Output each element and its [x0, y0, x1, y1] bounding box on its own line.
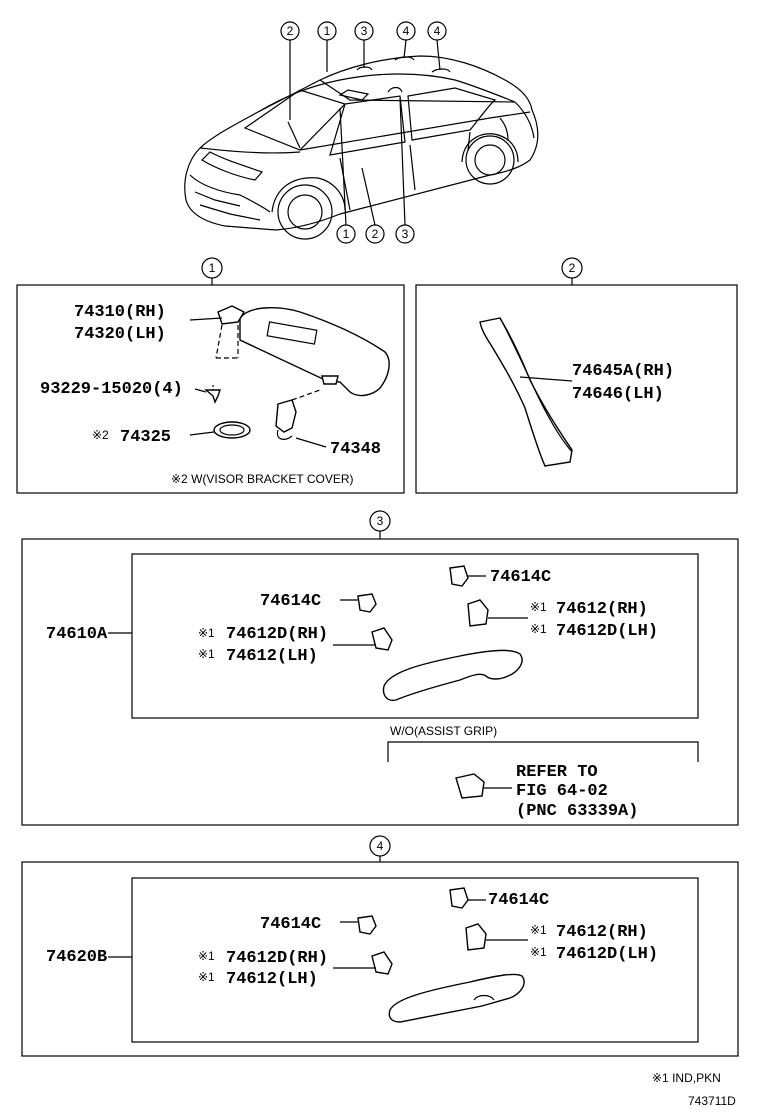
refer-pnc-label: (PNC 63339A): [516, 802, 638, 821]
part-74310-rh: 74310(RH): [74, 303, 166, 322]
svg-text:4: 4: [377, 839, 384, 853]
mark-note-1: ※1: [198, 626, 215, 640]
mark-note-1: ※1: [530, 600, 547, 614]
part-74612-rh-right: 74612(RH): [556, 600, 648, 619]
part-74614c-left: 74614C: [260, 915, 321, 934]
svg-text:2: 2: [287, 24, 294, 38]
part-74612d-lh-right: 74612D(LH): [556, 622, 658, 641]
panel-3-frame: [21, 538, 739, 826]
pillar-garnish-drawing: [479, 317, 573, 467]
svg-text:4: 4: [403, 24, 410, 38]
panel-4-callout: 4: [369, 835, 391, 862]
part-74612-rh-right: 74612(RH): [556, 923, 648, 942]
svg-text:1: 1: [343, 227, 350, 241]
panel-1-note: ※2 W(VISOR BRACKET COVER): [171, 472, 354, 486]
mark-note-1: ※1: [198, 647, 215, 661]
panel-4-frame: [21, 861, 739, 1057]
mark-note-1: ※1: [530, 923, 547, 937]
part-74610a: 74610A: [46, 625, 108, 644]
callout-3-top: 3: [354, 21, 374, 41]
part-74612-lh-left: 74612(LH): [226, 647, 318, 666]
mark-note-1: ※1: [530, 622, 547, 636]
callout-1-bottom: 1: [336, 224, 356, 244]
panel-4-parts: [333, 887, 528, 1023]
svg-text:1: 1: [324, 24, 331, 38]
part-74614c-left: 74614C: [260, 592, 321, 611]
svg-text:3: 3: [402, 227, 409, 241]
figure-code: 743711D: [688, 1094, 736, 1108]
part-74612d-rh-left: 74612D(RH): [226, 625, 328, 644]
svg-text:3: 3: [377, 514, 384, 528]
car-illustration: [184, 39, 539, 240]
part-74612-lh-left: 74612(LH): [226, 970, 318, 989]
panel-2-frame: [415, 284, 738, 494]
part-93229-screw: 93229-15020(4): [40, 380, 183, 399]
mark-note-1: ※1: [198, 970, 215, 984]
panel-3-inner-frame: [131, 553, 699, 719]
callout-1-top: 1: [317, 21, 337, 41]
part-74325: 74325: [120, 428, 171, 447]
footer-note: ※1 IND,PKN: [652, 1071, 721, 1085]
refer-fig-label: FIG 64-02: [516, 782, 608, 801]
panel-3-callout: 3: [369, 510, 391, 539]
callout-4-top-a: 4: [396, 21, 416, 41]
mark-note-2: ※2: [92, 428, 109, 442]
part-74612d-rh-left: 74612D(RH): [226, 949, 328, 968]
svg-text:2: 2: [372, 227, 379, 241]
svg-text:4: 4: [434, 24, 441, 38]
callout-3-bottom: 3: [395, 224, 415, 244]
part-74620b: 74620B: [46, 948, 107, 967]
panel-3-parts: [333, 565, 528, 701]
panel-1-leaders: [189, 317, 327, 448]
panel-2-callout: 2: [561, 257, 583, 285]
refer-to-label: REFER TO: [516, 763, 598, 782]
svg-text:2: 2: [569, 261, 576, 275]
part-74348: 74348: [330, 440, 381, 459]
mark-note-1: ※1: [530, 945, 547, 959]
svg-text:3: 3: [361, 24, 368, 38]
callout-2-top: 2: [280, 21, 300, 41]
wo-assist-grip-label: W/O(ASSIST GRIP): [390, 724, 497, 738]
callout-2-bottom: 2: [365, 224, 385, 244]
panel-1-callout: 1: [201, 257, 223, 285]
panel-1-frame: [16, 284, 405, 494]
cap-cover-drawing: [455, 773, 512, 799]
part-74645a-rh: 74645A(RH): [572, 362, 674, 381]
part-74612d-lh-right: 74612D(LH): [556, 945, 658, 964]
callout-4-top-b: 4: [427, 21, 447, 41]
part-74614c-right: 74614C: [488, 891, 549, 910]
part-74320-lh: 74320(LH): [74, 325, 166, 344]
svg-text:1: 1: [209, 261, 216, 275]
part-74646-lh: 74646(LH): [572, 385, 664, 404]
sun-visor-drawing: [204, 305, 390, 440]
part-74614c-right: 74614C: [490, 568, 551, 587]
mark-note-1: ※1: [198, 949, 215, 963]
panel-4-inner-frame: [131, 877, 699, 1043]
